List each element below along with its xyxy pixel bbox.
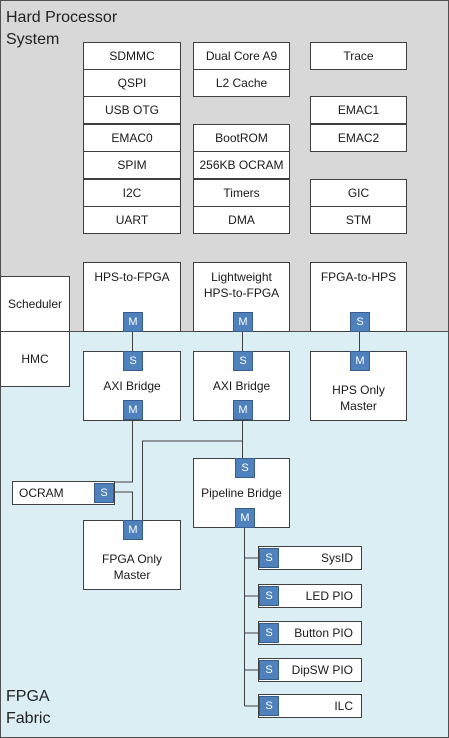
peripheral-button-pio: S Button PIO — [258, 621, 362, 645]
sysid-label: SysID — [320, 551, 353, 565]
hps-block-l2-cache: L2 Cache — [193, 69, 290, 97]
button-pio-label: Button PIO — [294, 626, 353, 640]
hps-block-i2c: I2C — [83, 179, 181, 207]
wire-fpga-only-to-pipeline — [142, 440, 243, 520]
hps-block-gic: GIC — [310, 179, 407, 207]
wire-axi-left-to-ocram — [114, 420, 133, 483]
hps-block-sdmmc: SDMMC — [83, 42, 181, 70]
axi-bridge-middle-label: AXI Bridge — [212, 379, 271, 393]
led-pio-slave-port: S — [259, 586, 279, 606]
lightweight-bridge-label: Lightweight HPS-to-FPGA — [203, 270, 280, 300]
f2h-slave-port: S — [350, 312, 370, 332]
hps-block-emac2: EMAC2 — [310, 124, 407, 152]
hps-only-master-port: M — [350, 351, 370, 371]
dipsw-pio-slave-port: S — [259, 660, 279, 680]
ocram-slave-port: S — [94, 483, 114, 503]
ilc-slave-port: S — [259, 696, 279, 716]
hps-block-trace: Trace — [310, 42, 407, 70]
peripheral-sysid: S SysID — [258, 546, 362, 570]
axi-mid-slave-port: S — [233, 351, 253, 371]
pipeline-master-port: M — [235, 508, 255, 528]
hps-region-title: Hard Processor System — [6, 9, 118, 48]
hps-block-spim: SPIM — [83, 151, 181, 179]
hps-block-dual-core-a9: Dual Core A9 — [193, 42, 290, 70]
hps-block-qspi: QSPI — [83, 69, 181, 97]
pipeline-bridge-label: Pipeline Bridge — [201, 486, 282, 500]
hps-block-usb-otg: USB OTG — [83, 96, 181, 124]
hps-to-fpga-bridge: HPS-to-FPGA — [83, 262, 181, 332]
hps-block-timers: Timers — [193, 179, 290, 207]
led-pio-label: LED PIO — [305, 589, 353, 603]
sysid-slave-port: S — [259, 548, 279, 568]
fpga-only-master-port: M — [123, 520, 143, 540]
hps-block-256kb-ocram: 256KB OCRAM — [193, 151, 290, 179]
hps-to-fpga-bridge-label: HPS-to-FPGA — [94, 270, 170, 284]
scheduler-block: Scheduler — [0, 276, 70, 332]
fpga-to-hps-bridge-label: FPGA-to-HPS — [320, 270, 397, 284]
hps-only-master-label: HPS Only Master — [332, 383, 385, 413]
axi-bridge-left-label: AXI Bridge — [103, 379, 161, 393]
lightweight-hps-to-fpga-bridge: Lightweight HPS-to-FPGA — [193, 262, 290, 332]
hps-block-stm: STM — [310, 206, 407, 234]
h2f-master-port: M — [123, 312, 143, 332]
button-pio-slave-port: S — [259, 623, 279, 643]
peripheral-dipsw-pio: S DipSW PIO — [258, 658, 362, 682]
hps-block-emac1: EMAC1 — [310, 96, 407, 124]
fpga-region-title: FPGA Fabric — [6, 688, 51, 727]
fpga-only-master-label: FPGA Only Master — [101, 552, 163, 582]
lw-master-port: M — [233, 312, 253, 332]
axi-mid-master-port: M — [233, 400, 253, 420]
hps-block-bootrom: BootROM — [193, 124, 290, 152]
hps-block-dma: DMA — [193, 206, 290, 234]
dipsw-pio-label: DipSW PIO — [291, 663, 353, 677]
ilc-label: ILC — [334, 699, 353, 713]
hps-block-uart: UART — [83, 206, 181, 234]
axi-left-master-port: M — [123, 400, 143, 420]
peripheral-ilc: S ILC — [258, 694, 362, 718]
axi-left-slave-port: S — [123, 351, 143, 371]
wire-fpga-only-to-ocram — [114, 491, 133, 520]
hmc-block: HMC — [0, 331, 70, 387]
peripheral-led-pio: S LED PIO — [258, 584, 362, 608]
pipeline-slave-port: S — [235, 458, 255, 478]
ocram-label: OCRAM — [19, 486, 64, 500]
